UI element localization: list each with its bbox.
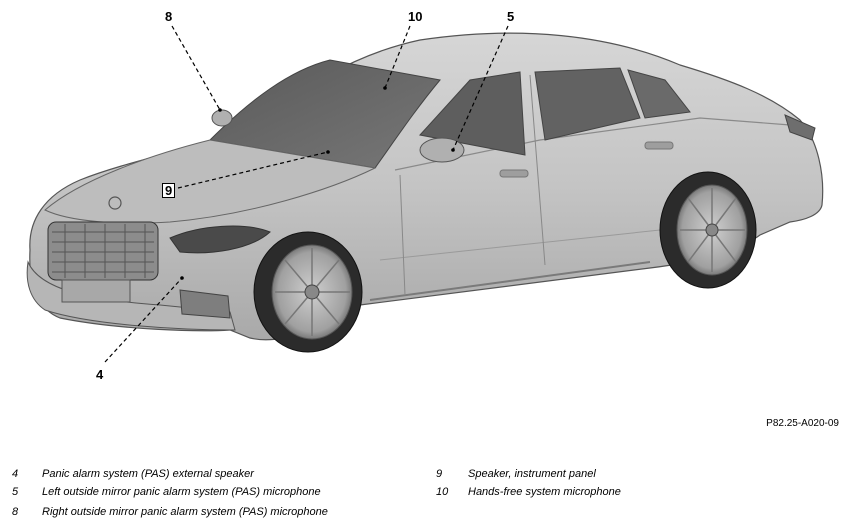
legend-number: 9 xyxy=(436,468,443,480)
windshield xyxy=(208,59,441,169)
lower-air-intake xyxy=(179,289,231,319)
legend-text: Right outside mirror panic alarm system … xyxy=(42,506,328,518)
callout-leaders xyxy=(104,25,509,363)
left-mirror xyxy=(419,137,465,163)
leader-8-dot xyxy=(218,108,222,112)
legend-text: Panic alarm system (PAS) external speake… xyxy=(42,468,254,480)
callout-4: 4 xyxy=(96,367,104,382)
legend-number: 5 xyxy=(12,486,19,498)
leader-9 xyxy=(177,151,329,189)
right-mirror xyxy=(211,109,233,127)
legend-number: 4 xyxy=(12,468,19,480)
callout-8: 8 xyxy=(165,9,173,24)
leader-4-dot xyxy=(180,276,184,280)
front-wheel xyxy=(253,231,363,353)
callout-10: 10 xyxy=(408,9,423,24)
vehicle-diagram: 8 10 5 9 4 P82.25-A020-09 xyxy=(26,9,839,429)
leader-5-dot xyxy=(451,148,455,152)
rear-side-window xyxy=(534,67,641,141)
legend-text: Hands-free system microphone xyxy=(468,486,621,498)
rear-wheel xyxy=(659,171,757,289)
leader-9-dot xyxy=(326,150,330,154)
legend-text: Speaker, instrument panel xyxy=(468,468,596,480)
figure-code: P82.25-A020-09 xyxy=(766,418,839,429)
callout-9: 9 xyxy=(162,183,176,198)
license-plate-area xyxy=(61,279,131,303)
leader-10-dot xyxy=(383,86,387,90)
leader-4 xyxy=(104,277,183,363)
rear-light xyxy=(784,114,816,141)
legend-text: Left outside mirror panic alarm system (… xyxy=(42,486,321,498)
front-side-window xyxy=(419,71,526,156)
headlight xyxy=(169,225,271,254)
rear-quarter-window xyxy=(627,69,691,119)
leader-8 xyxy=(171,25,221,111)
legend-number: 10 xyxy=(436,486,449,498)
legend: 4 Panic alarm system (PAS) external spea… xyxy=(0,462,849,527)
callout-5: 5 xyxy=(507,9,515,24)
vehicle-illustration xyxy=(26,25,824,363)
leader-5 xyxy=(452,25,509,151)
legend-number: 8 xyxy=(12,506,19,518)
